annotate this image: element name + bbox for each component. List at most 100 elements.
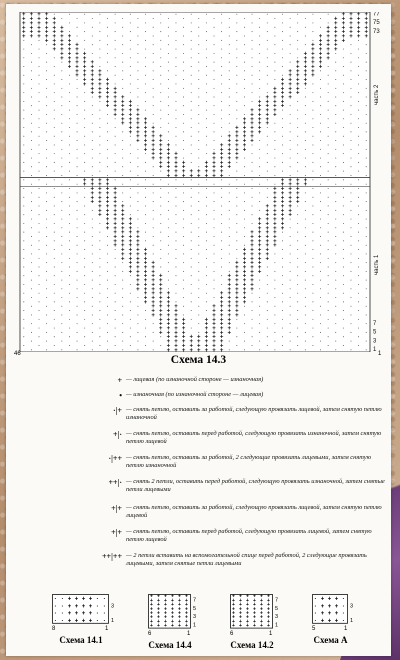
purl-dot-mark [145, 49, 146, 50]
purl-dot-mark [335, 349, 336, 350]
purl-dot-mark [153, 166, 154, 167]
purl-dot-mark [84, 319, 85, 320]
mini-chart-4: ·+++··+++··+++··+++·31 [312, 594, 361, 633]
purl-dot-mark [46, 219, 47, 220]
purl-dot-mark [176, 258, 177, 259]
purl-dot-mark [61, 349, 62, 350]
purl-dot-mark [259, 314, 260, 315]
knit-plus-mark: + [273, 112, 277, 118]
purl-dot-mark [99, 232, 100, 233]
purl-dot-mark [23, 101, 24, 102]
legend-text: — снять петлю, оставить за работой, след… [126, 406, 386, 422]
purl-dot-mark [244, 62, 245, 63]
purl-dot-mark [198, 288, 199, 289]
purl-dot-mark [320, 158, 321, 159]
purl-dot-mark [176, 214, 177, 215]
purl-dot-mark [99, 57, 100, 58]
purl-dot-mark [221, 101, 222, 102]
purl-dot-mark [198, 88, 199, 89]
purl-dot-mark [290, 18, 291, 19]
purl-dot-mark [198, 236, 199, 237]
knit-plus-mark: + [288, 95, 292, 101]
purl-dot-mark [351, 332, 352, 333]
purl-dot-mark [115, 284, 116, 285]
purl-dot-mark [176, 66, 177, 67]
purl-dot-mark [122, 18, 123, 19]
purl-dot-mark [206, 153, 207, 154]
purl-dot-mark [39, 57, 40, 58]
purl-dot-mark [320, 192, 321, 193]
knit-plus-mark: + [171, 623, 174, 629]
knit-plus-mark: + [89, 618, 93, 624]
purl-dot-mark [282, 328, 283, 329]
purl-dot-mark [69, 188, 70, 189]
purl-dot-mark [84, 101, 85, 102]
purl-dot-mark [198, 306, 199, 307]
purl-dot-mark [351, 253, 352, 254]
purl-dot-mark [244, 219, 245, 220]
purl-dot-mark [92, 262, 93, 263]
purl-dot-mark [160, 83, 161, 84]
purl-dot-mark [31, 192, 32, 193]
purl-dot-mark [252, 293, 253, 294]
purl-dot-mark [99, 240, 100, 241]
purl-dot-mark [84, 118, 85, 119]
purl-dot-mark [366, 201, 367, 202]
purl-dot-mark [145, 310, 146, 311]
purl-dot-mark [351, 341, 352, 342]
knit-plus-mark: + [189, 348, 193, 352]
purl-dot-mark [282, 249, 283, 250]
purl-dot-mark [229, 105, 230, 106]
purl-dot-mark [137, 297, 138, 298]
purl-dot-mark [244, 114, 245, 115]
purl-dot-mark [267, 14, 268, 15]
purl-dot-mark [122, 70, 123, 71]
purl-dot-mark [23, 66, 24, 67]
purl-dot-mark [267, 162, 268, 163]
purl-dot-mark [206, 101, 207, 102]
purl-dot-mark [77, 201, 78, 202]
purl-dot-mark [221, 188, 222, 189]
purl-dot-mark [107, 27, 108, 28]
purl-dot-mark [39, 319, 40, 320]
purl-dot-mark [168, 131, 169, 132]
purl-dot-mark [99, 275, 100, 276]
purl-dot-mark [305, 88, 306, 89]
purl-dot-mark [343, 57, 344, 58]
purl-dot-mark [69, 127, 70, 128]
purl-dot-mark [77, 306, 78, 307]
purl-dot-mark [267, 127, 268, 128]
purl-dot-mark: · [104, 604, 106, 610]
purl-dot-mark [23, 92, 24, 93]
purl-dot-mark [61, 288, 62, 289]
purl-dot-mark [69, 267, 70, 268]
purl-dot-mark [206, 144, 207, 145]
purl-dot-mark [335, 158, 336, 159]
purl-dot-mark [122, 306, 123, 307]
purl-dot-mark [153, 62, 154, 63]
purl-dot-mark [130, 66, 131, 67]
purl-dot-mark [130, 83, 131, 84]
purl-dot-mark [115, 31, 116, 32]
purl-dot-mark [39, 310, 40, 311]
purl-dot-mark [145, 110, 146, 111]
purl-dot-mark [259, 62, 260, 63]
purl-dot-mark [252, 328, 253, 329]
purl-dot-mark [198, 131, 199, 132]
purl-dot-mark [290, 236, 291, 237]
purl-dot-mark [214, 88, 215, 89]
purl-dot-mark [107, 70, 108, 71]
main-chart-title: Схема 14.3 [6, 354, 391, 366]
purl-dot-mark [206, 22, 207, 23]
purl-dot-mark [297, 214, 298, 215]
main-knitting-chart: ++++++++++++++++++++++++++++++++++++++++… [14, 12, 382, 352]
purl-dot-mark [290, 140, 291, 141]
purl-dot-mark [320, 245, 321, 246]
purl-dot-mark [206, 57, 207, 58]
legend-symbol: • [90, 391, 122, 400]
purl-dot-mark [328, 14, 329, 15]
purl-dot-mark [320, 149, 321, 150]
purl-dot-mark [267, 275, 268, 276]
purl-dot-mark [115, 14, 116, 15]
purl-dot-mark [107, 149, 108, 150]
